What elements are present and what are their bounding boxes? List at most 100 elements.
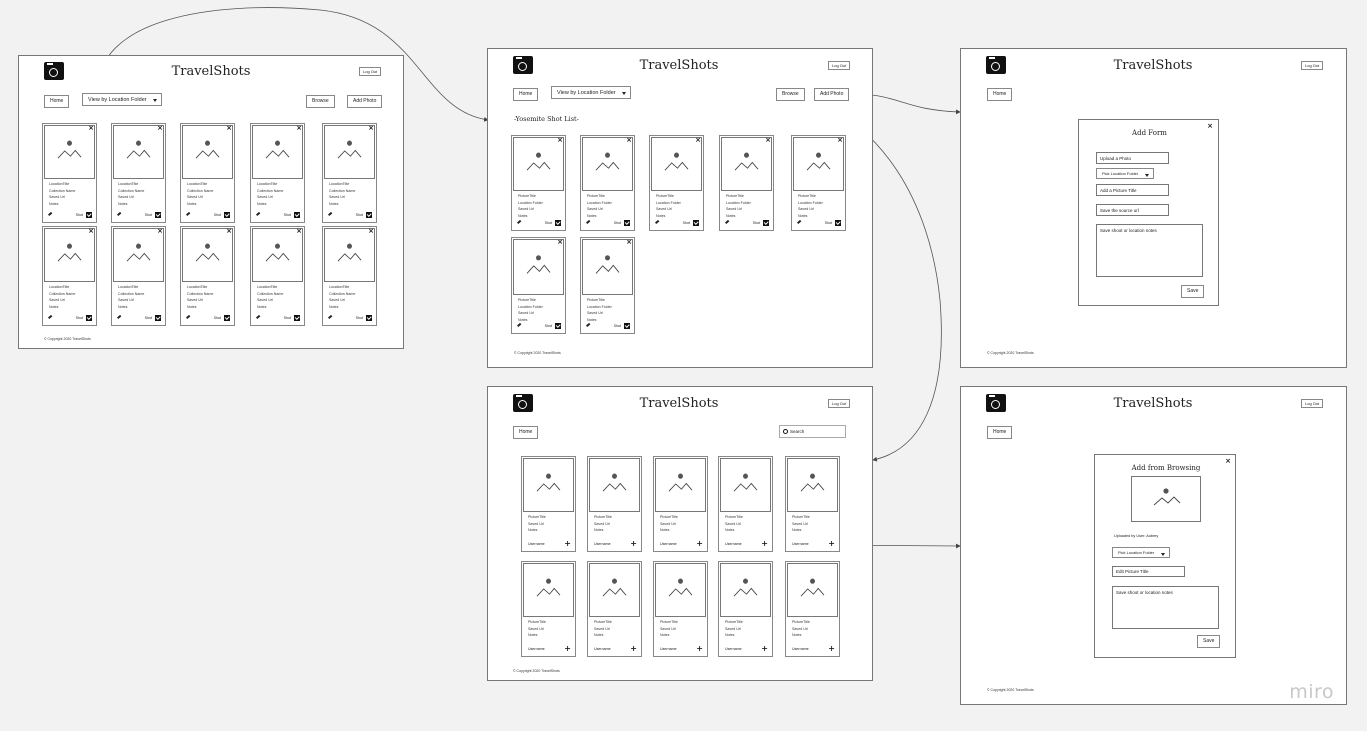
save-button[interactable]: Save	[1181, 285, 1205, 298]
edit-pencil-icon[interactable]	[516, 322, 522, 327]
add-photo-button[interactable]: Add Photo	[347, 95, 383, 108]
edit-pencil-icon[interactable]	[796, 219, 802, 224]
shot-checkbox[interactable]	[693, 220, 699, 226]
add-plus-icon[interactable]: +	[828, 644, 835, 653]
add-plus-icon[interactable]: +	[564, 539, 571, 548]
logout-button[interactable]: Log Out	[1301, 399, 1324, 408]
home-button[interactable]: Home	[987, 88, 1013, 101]
logout-button[interactable]: Log Out	[1301, 61, 1324, 70]
close-icon[interactable]: ×	[226, 124, 232, 132]
close-icon[interactable]: ×	[368, 227, 374, 235]
save-button[interactable]: Save	[1197, 635, 1221, 648]
edit-pencil-icon[interactable]	[47, 314, 53, 319]
home-button[interactable]: Home	[44, 95, 70, 108]
add-plus-icon[interactable]: +	[761, 539, 768, 548]
close-icon[interactable]: ×	[88, 227, 94, 235]
add-plus-icon[interactable]: +	[696, 539, 703, 548]
home-button[interactable]: Home	[987, 426, 1013, 439]
edit-pencil-icon[interactable]	[585, 322, 591, 327]
edit-pencil-icon[interactable]	[116, 211, 122, 216]
close-icon[interactable]: ×	[296, 227, 302, 235]
shot-checkbox[interactable]	[555, 220, 561, 226]
close-icon[interactable]: ×	[157, 227, 163, 235]
browse-button[interactable]: Browse	[776, 88, 805, 101]
edit-pencil-icon[interactable]	[255, 314, 261, 319]
shot-checkbox[interactable]	[555, 323, 561, 329]
edit-pencil-icon[interactable]	[724, 219, 730, 224]
close-icon[interactable]: ×	[157, 124, 163, 132]
add-plus-icon[interactable]: +	[564, 644, 571, 653]
add-plus-icon[interactable]: +	[761, 644, 768, 653]
shot-checkbox[interactable]	[224, 315, 230, 321]
close-icon[interactable]: ×	[695, 136, 701, 144]
edit-pencil-icon[interactable]	[116, 314, 122, 319]
close-icon[interactable]: ×	[296, 124, 302, 132]
edit-pencil-icon[interactable]	[654, 219, 660, 224]
source-url-field[interactable]: Save the source url	[1096, 204, 1169, 216]
view-by-folder-dropdown[interactable]: View by Location Folder	[82, 93, 162, 106]
edit-pencil-icon[interactable]	[516, 219, 522, 224]
pick-location-folder-dropdown[interactable]: Pick Location Folder	[1096, 168, 1154, 179]
add-plus-icon[interactable]: +	[696, 644, 703, 653]
notes-textarea[interactable]: Save shoot or location notes	[1112, 586, 1219, 629]
edit-pencil-icon[interactable]	[327, 211, 333, 216]
picture-title-field[interactable]: Add a Picture Title	[1096, 184, 1169, 196]
pick-location-folder-dropdown[interactable]: Pick Location Folder	[1112, 547, 1170, 558]
logout-button[interactable]: Log Out	[359, 67, 382, 76]
edit-pencil-icon[interactable]	[47, 211, 53, 216]
shot-checkbox[interactable]	[86, 315, 92, 321]
close-icon[interactable]: ×	[837, 136, 843, 144]
home-button[interactable]: Home	[513, 426, 539, 439]
edit-pencil-icon[interactable]	[185, 314, 191, 319]
shot-checkbox[interactable]	[366, 212, 372, 218]
shot-checkbox[interactable]	[624, 220, 630, 226]
close-icon[interactable]: ×	[226, 227, 232, 235]
close-icon[interactable]: ×	[765, 136, 771, 144]
shot-checkbox[interactable]	[155, 212, 161, 218]
add-plus-icon[interactable]: +	[630, 539, 637, 548]
notes-textarea[interactable]: Save shoot or location notes	[1096, 224, 1203, 277]
close-icon[interactable]: ×	[557, 238, 563, 246]
edit-pencil-icon[interactable]	[255, 211, 261, 216]
shot-checkbox[interactable]	[624, 323, 630, 329]
close-icon[interactable]: ×	[1207, 122, 1213, 130]
close-icon[interactable]: ×	[557, 136, 563, 144]
close-icon[interactable]: ×	[626, 136, 632, 144]
shot-checkbox[interactable]	[224, 212, 230, 218]
shot-checkbox[interactable]	[366, 315, 372, 321]
shot-checkbox[interactable]	[155, 315, 161, 321]
add-plus-icon[interactable]: +	[630, 644, 637, 653]
search-input[interactable]: Search	[779, 425, 846, 438]
logout-button[interactable]: Log Out	[828, 61, 851, 70]
shot-checkbox[interactable]	[763, 220, 769, 226]
shot-checkbox[interactable]	[294, 212, 300, 218]
edit-pencil-icon[interactable]	[327, 314, 333, 319]
view-by-folder-dropdown[interactable]: View by Location Folder	[551, 86, 631, 99]
close-icon[interactable]: ×	[1225, 457, 1231, 465]
shot-checkbox[interactable]	[835, 220, 841, 226]
